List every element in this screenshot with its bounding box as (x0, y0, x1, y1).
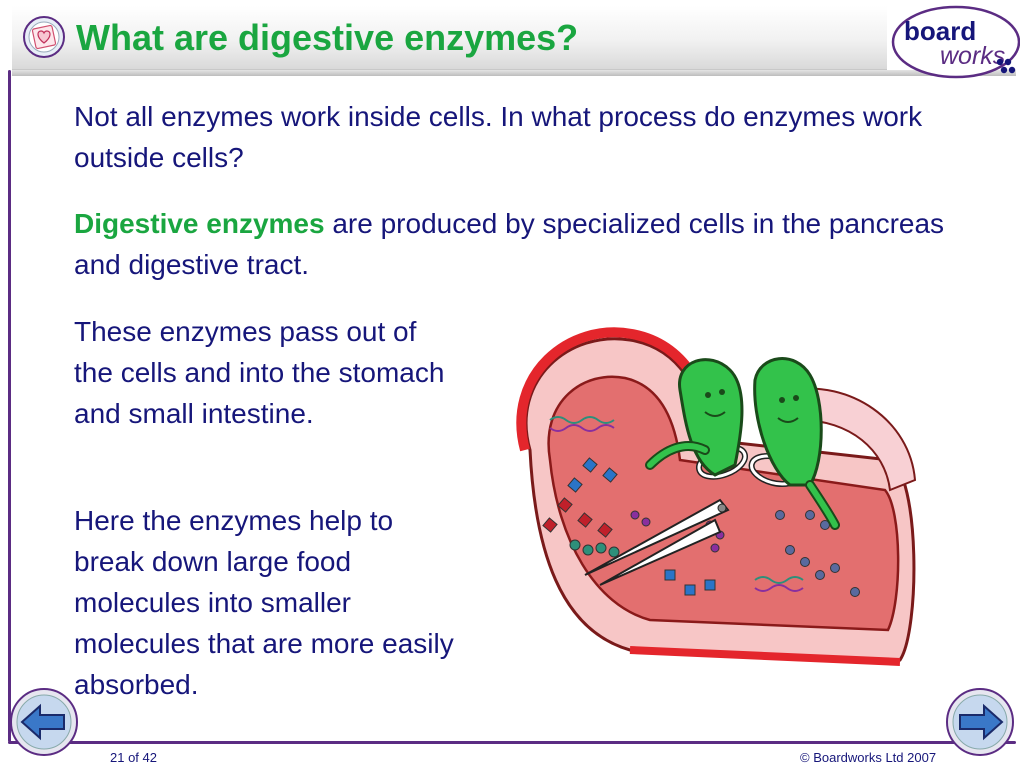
heart-icon (23, 16, 65, 58)
definition-text: are produced by specialized cells in the… (74, 208, 945, 280)
break-down-paragraph: Here the enzymes help to break down larg… (74, 505, 454, 700)
scissors-icon (584, 444, 802, 586)
slide-title: What are digestive enzymes? (76, 17, 579, 58)
copyright-notice: © Boardworks Ltd 2007 (800, 750, 937, 765)
definition-paragraph: Digestive enzymes are produced by specia… (74, 203, 974, 285)
bottom-frame-line (8, 741, 1016, 744)
intestine-enzyme-illustration (516, 327, 917, 666)
enzymes-pass-paragraph: These enzymes pass out of the cells and … (74, 316, 445, 429)
logo-line2: works (940, 42, 1005, 70)
logo-line1: board (904, 16, 976, 46)
left-frame-line (8, 70, 11, 742)
enzyme-character-icon (753, 357, 840, 530)
arrow-right-icon (959, 703, 1004, 741)
next-slide-button[interactable] (944, 686, 1016, 758)
enzyme-character-icon (645, 358, 744, 477)
page-counter: 21 of 42 (110, 750, 157, 765)
title-bar (12, 6, 887, 70)
arrow-left-icon (20, 703, 65, 741)
intro-paragraph: Not all enzymes work inside cells. In wh… (74, 101, 923, 173)
previous-slide-button[interactable] (8, 686, 80, 758)
title-divider (12, 70, 1016, 76)
boardworks-logo: board works (886, 4, 1021, 84)
key-term: Digestive enzymes (74, 208, 325, 239)
